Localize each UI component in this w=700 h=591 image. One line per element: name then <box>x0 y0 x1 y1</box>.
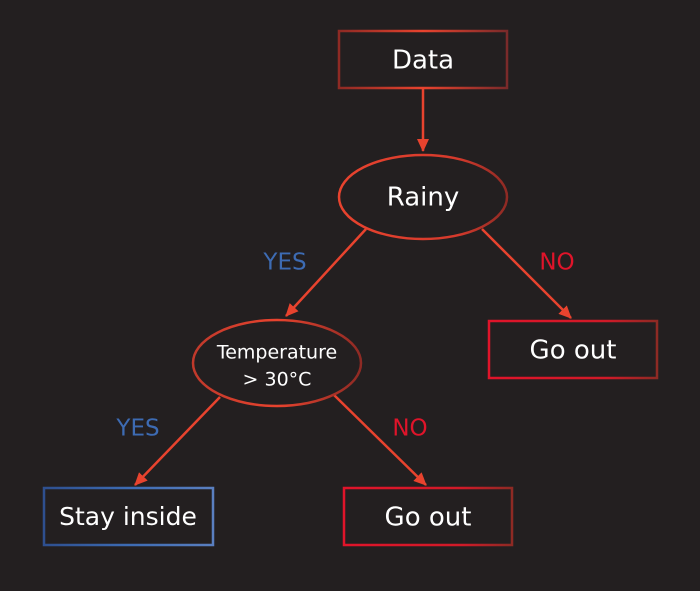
node-go-out-bottom-label: Go out <box>385 503 472 533</box>
node-temperature-line1: Temperature <box>216 342 337 364</box>
node-stay-inside: Stay inside <box>42 486 215 547</box>
edge-rainy-yes <box>285 228 367 317</box>
node-data-label: Data <box>392 46 454 76</box>
node-rainy-label: Rainy <box>387 183 460 213</box>
edge-rainy-no <box>481 228 572 319</box>
node-temperature-line2: > 30°C <box>243 369 312 391</box>
node-stay-inside-box <box>42 486 215 547</box>
node-go-out-right-box <box>487 319 659 380</box>
node-go-out-right-label: Go out <box>530 336 617 366</box>
node-data-box <box>337 29 509 90</box>
edge-label-temp-no: NO <box>392 416 427 442</box>
node-go-out-bottom: Go out <box>342 486 514 547</box>
node-data: Data <box>337 29 509 90</box>
node-temperature: Temperature > 30°C <box>191 318 363 408</box>
node-go-out-right: Go out <box>487 319 659 380</box>
node-temperature-ellipse <box>191 318 363 408</box>
edge-temp-yes <box>134 396 221 486</box>
node-go-out-bottom-box <box>342 486 514 547</box>
node-rainy-ellipse <box>337 153 509 241</box>
edge-temp-no <box>333 394 427 486</box>
edge-label-temp-yes: YES <box>115 416 159 442</box>
edge-label-rainy-no: NO <box>539 250 574 276</box>
node-stay-inside-label: Stay inside <box>59 502 197 531</box>
edge-label-rainy-yes: YES <box>262 250 306 276</box>
node-rainy: Rainy <box>337 153 509 241</box>
